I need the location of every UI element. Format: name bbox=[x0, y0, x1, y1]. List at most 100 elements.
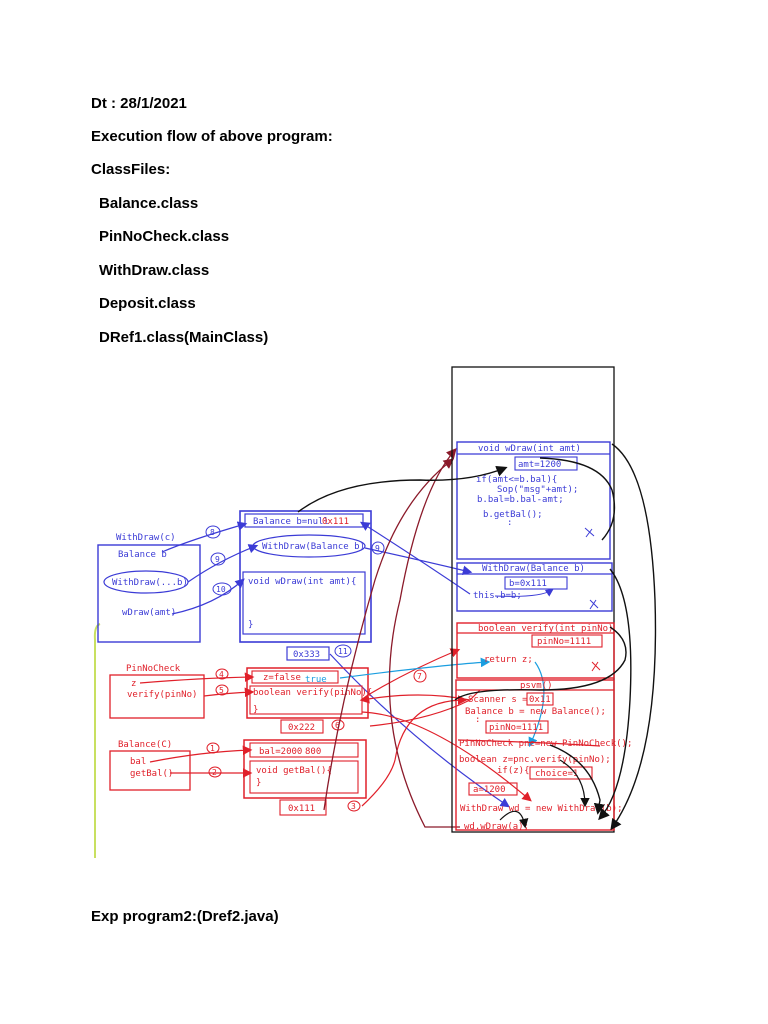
wdraw-dots: : bbox=[507, 518, 512, 528]
psvm-amount-box bbox=[468, 782, 518, 796]
arrow bbox=[457, 739, 601, 747]
wdraw-line: b.getBal(); bbox=[483, 510, 543, 520]
verify-line: return z; bbox=[484, 655, 533, 665]
withdraw-method-close: } bbox=[248, 620, 253, 630]
wdraw-line: b.bal=b.bal-amt; bbox=[477, 495, 564, 505]
withdraw-address-box bbox=[286, 646, 330, 661]
arrow bbox=[499, 810, 529, 829]
arrow bbox=[139, 672, 255, 684]
psvm-line: WithDraw wd = new WithDraw(b); bbox=[460, 804, 623, 814]
balance-method-text: void getBal(){ bbox=[256, 766, 332, 776]
svg-text:3: 3 bbox=[351, 802, 356, 811]
arrow bbox=[454, 626, 627, 701]
arrow bbox=[339, 657, 491, 679]
arrow bbox=[539, 457, 616, 541]
step-marker-9b: 9 bbox=[371, 541, 385, 555]
withdraw-address: 0x333 bbox=[293, 650, 320, 660]
arrow bbox=[187, 544, 259, 583]
classfile-item: DRef1.class(MainClass) bbox=[99, 329, 269, 346]
balance-class-item: bal bbox=[130, 757, 146, 767]
margin-bracket bbox=[93, 623, 101, 858]
arrow bbox=[359, 521, 471, 595]
balance-class-item: getBal() bbox=[130, 769, 173, 779]
step-marker-9: 9 bbox=[210, 552, 226, 566]
arrow bbox=[598, 568, 632, 821]
arrow bbox=[364, 547, 473, 575]
withdraw-frame bbox=[456, 562, 613, 612]
step-marker-5: 5 bbox=[215, 684, 229, 696]
scanner-address: 0x11 bbox=[529, 695, 551, 705]
step-marker-2: 2 bbox=[208, 766, 222, 778]
psvm-line: Scanner s = bbox=[468, 695, 528, 705]
pinnocheck-class-box bbox=[109, 674, 205, 719]
arrow bbox=[559, 759, 590, 808]
svg-text:9: 9 bbox=[215, 555, 220, 564]
wdraw-param: amt=1200 bbox=[518, 460, 561, 470]
balance-field-text: bal=2000 bbox=[259, 747, 302, 757]
withdraw-constructor-text: WithDraw(Balance b) bbox=[262, 542, 365, 552]
withdraw-param: b=0x111 bbox=[509, 579, 547, 589]
arrow bbox=[549, 744, 605, 815]
balance-field-new: 800 bbox=[305, 747, 321, 757]
pinnocheck-address: 0x222 bbox=[288, 723, 315, 733]
classfile-item: Deposit.class bbox=[99, 295, 196, 312]
arrow bbox=[149, 745, 253, 763]
withdraw-class-item: Balance b bbox=[118, 550, 167, 560]
step-marker-11: 11 bbox=[334, 644, 352, 658]
arrow bbox=[203, 687, 255, 698]
psvm-line: wd.wDraw(a); bbox=[464, 822, 529, 832]
pinnocheck-address-box bbox=[280, 719, 324, 734]
svg-text:6: 6 bbox=[335, 721, 340, 730]
verify-frame bbox=[456, 622, 615, 679]
pinnocheck-class-title: PinNoCheck bbox=[126, 664, 181, 674]
arrow bbox=[323, 458, 455, 811]
pinnocheck-field-new: true bbox=[305, 675, 327, 685]
classfile-item: WithDraw.class bbox=[99, 262, 210, 279]
withdraw-field-box bbox=[244, 513, 364, 528]
psvm-line: Balance b = new Balance(); bbox=[465, 707, 606, 717]
verify-param-box bbox=[531, 634, 603, 648]
svg-text:4: 4 bbox=[219, 670, 224, 679]
step-marker-4: 4 bbox=[215, 668, 229, 680]
arrow bbox=[528, 661, 545, 748]
memory-diagram: WithDraw(c) Balance b WithDraw(...b) wDr… bbox=[93, 366, 657, 858]
balance-address: 0x111 bbox=[288, 804, 315, 814]
svg-text:10: 10 bbox=[216, 585, 226, 594]
execution-flow-heading: Execution flow of above program: bbox=[91, 128, 333, 145]
withdraw-method-text: void wDraw(int amt){ bbox=[248, 577, 356, 587]
svg-text:8: 8 bbox=[210, 528, 215, 537]
wdraw-line: Sop("msg"+amt); bbox=[497, 485, 578, 495]
withdraw-class-title: WithDraw(c) bbox=[116, 533, 176, 543]
balance-class-title: Balance(C) bbox=[118, 740, 172, 750]
classfile-item: Balance.class bbox=[99, 195, 199, 212]
balance-address-box bbox=[279, 799, 327, 816]
cross-mark bbox=[589, 599, 599, 610]
arrow bbox=[494, 588, 554, 597]
withdraw-field-value: 0x111 bbox=[322, 517, 349, 527]
psvm-choice-box bbox=[529, 766, 593, 780]
arrow bbox=[297, 465, 508, 513]
svg-text:5: 5 bbox=[219, 686, 224, 695]
withdraw-class-item: wDraw(amt) bbox=[122, 608, 176, 618]
arrow bbox=[361, 711, 532, 802]
arrow bbox=[367, 648, 461, 696]
pinnocheck-field-text: z=false bbox=[263, 673, 301, 683]
withdraw-param-box bbox=[504, 576, 568, 590]
withdraw-frame-title: WithDraw(Balance b) bbox=[482, 564, 585, 574]
arrow bbox=[388, 448, 460, 828]
verify-frame-title: boolean verify(int pinNo) bbox=[478, 624, 613, 634]
psvm-amount: a=1200 bbox=[473, 785, 506, 795]
withdraw-class-box bbox=[97, 544, 201, 643]
pinnocheck-method-close: } bbox=[253, 705, 258, 715]
psvm-line: PinNoCheck pnc=new PinNoCheck(); bbox=[459, 739, 632, 749]
psvm-choice: choice=1 bbox=[535, 769, 578, 779]
arrow bbox=[361, 695, 468, 807]
date-heading: Dt : 28/1/2021 bbox=[91, 95, 187, 112]
psvm-frame bbox=[455, 679, 615, 831]
verify-param: pinNo=1111 bbox=[537, 637, 591, 647]
svg-text:1: 1 bbox=[210, 744, 215, 753]
arrow bbox=[161, 521, 248, 553]
withdraw-object-box bbox=[239, 510, 372, 643]
psvm-frame-title: psvm() bbox=[520, 681, 553, 691]
arrow bbox=[171, 578, 245, 615]
